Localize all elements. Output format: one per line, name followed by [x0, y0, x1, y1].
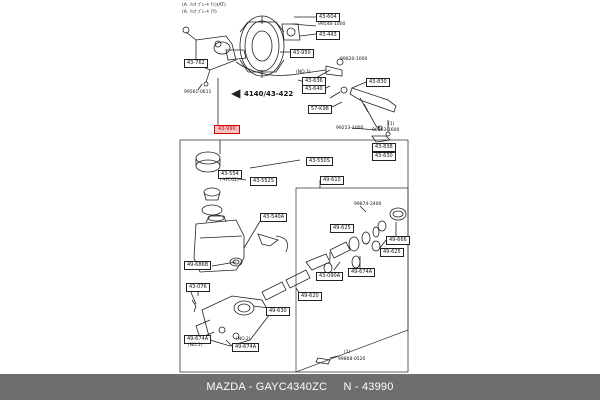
callout-43-838[interactable]: 43-838 [372, 143, 396, 152]
top-master-cylinder-drawing [182, 26, 247, 87]
kit-frame [295, 187, 409, 373]
assembly-frame [179, 139, 409, 373]
piston-assembly-drawing [261, 207, 407, 301]
callout-49-620[interactable]: 49-620 [298, 292, 322, 301]
callout-49-610[interactable]: 49-610 [320, 176, 344, 185]
callout-43-550s[interactable]: 43-550S [306, 157, 333, 166]
callout-49-686b[interactable]: 49-686B [184, 261, 212, 270]
highlight-callout-43-990[interactable]: 43-990 [214, 125, 240, 134]
callout-49-674a-mid[interactable]: 49-674A [348, 268, 376, 277]
callout-49-666[interactable]: 49-666 [386, 236, 410, 245]
callout-no3-top: (NO.3) [296, 70, 311, 75]
callout-49-674a-left[interactable]: 49-674A [184, 335, 212, 344]
callout-99540[interactable]: 99540-1000 [318, 22, 346, 27]
callout-43-443[interactable]: 43-443 [316, 31, 340, 40]
callout-99561[interactable]: 99561-0611 [184, 90, 212, 95]
reservoir-cap-drawing [195, 151, 221, 173]
callout-n1: (1) [388, 122, 395, 127]
gasket-drawing [281, 23, 301, 41]
callout-43-630[interactable]: 43-630 [372, 152, 396, 161]
callout-99863[interactable]: 99863-1600 [372, 128, 400, 133]
callout-99874[interactable]: 99874-2400 [354, 202, 382, 207]
callout-43-604[interactable]: 43-604 [316, 13, 340, 22]
callout-49-630[interactable]: 49-630 [266, 307, 290, 316]
callout-fc02: (→FC02) [220, 178, 239, 183]
callout-43-076[interactable]: 43-076 [186, 283, 210, 292]
callout-no2: (NO.2) [236, 337, 251, 342]
callout-49-674a-right[interactable]: 49-674A [232, 343, 260, 352]
callout-c1: (1) [344, 350, 351, 355]
reservoir-filter-drawing [201, 187, 223, 216]
footer-text: MAZDA - GAYC4340ZC N - 43990 [206, 381, 394, 393]
vacuum-hose-drawing [235, 61, 327, 76]
callout-99253[interactable]: 99253-1000 [336, 126, 364, 131]
brake-pipe-bracket-drawing [349, 87, 397, 137]
callout-99868[interactable]: 99868-0520 [338, 357, 366, 362]
callout-49-625-a[interactable]: 49-625 [330, 224, 354, 233]
callout-49-625-b[interactable]: 49-625 [380, 248, 404, 257]
callout-43-950[interactable]: 43-950 [290, 49, 314, 58]
callout-43-640[interactable]: 43-640 [302, 85, 326, 94]
brake-booster-drawing [239, 15, 285, 78]
callout-43-540a[interactable]: 43-540A [260, 213, 288, 222]
callout-no1-left: (NO.1) [188, 343, 203, 348]
callout-43-090a[interactable]: 43-090A [316, 272, 344, 281]
note-line-1: (A. ﾘｯｸ ﾌﾞﾚｰｷ ﾅｼ)(AT) [182, 3, 226, 8]
callout-57-k98[interactable]: 57-K98 [308, 105, 332, 114]
part-number-footer: MAZDA - GAYC4340ZC N - 43990 [0, 374, 600, 400]
callout-43-762[interactable]: 43-762 [184, 59, 208, 68]
callout-43-552s[interactable]: 43-552S [250, 177, 277, 186]
reference-4140[interactable]: 4140/43-422 [244, 90, 294, 98]
callout-43-554[interactable]: 43-554 [218, 170, 242, 179]
callout-43-830[interactable]: 43-830 [366, 78, 390, 87]
callout-99820[interactable]: 99820-1000 [340, 57, 368, 62]
note-line-2: (A. ﾘｯｸ ﾌﾞﾚｰｷ ｱﾘ) [182, 10, 217, 15]
reservoir-tank-drawing [193, 214, 245, 273]
